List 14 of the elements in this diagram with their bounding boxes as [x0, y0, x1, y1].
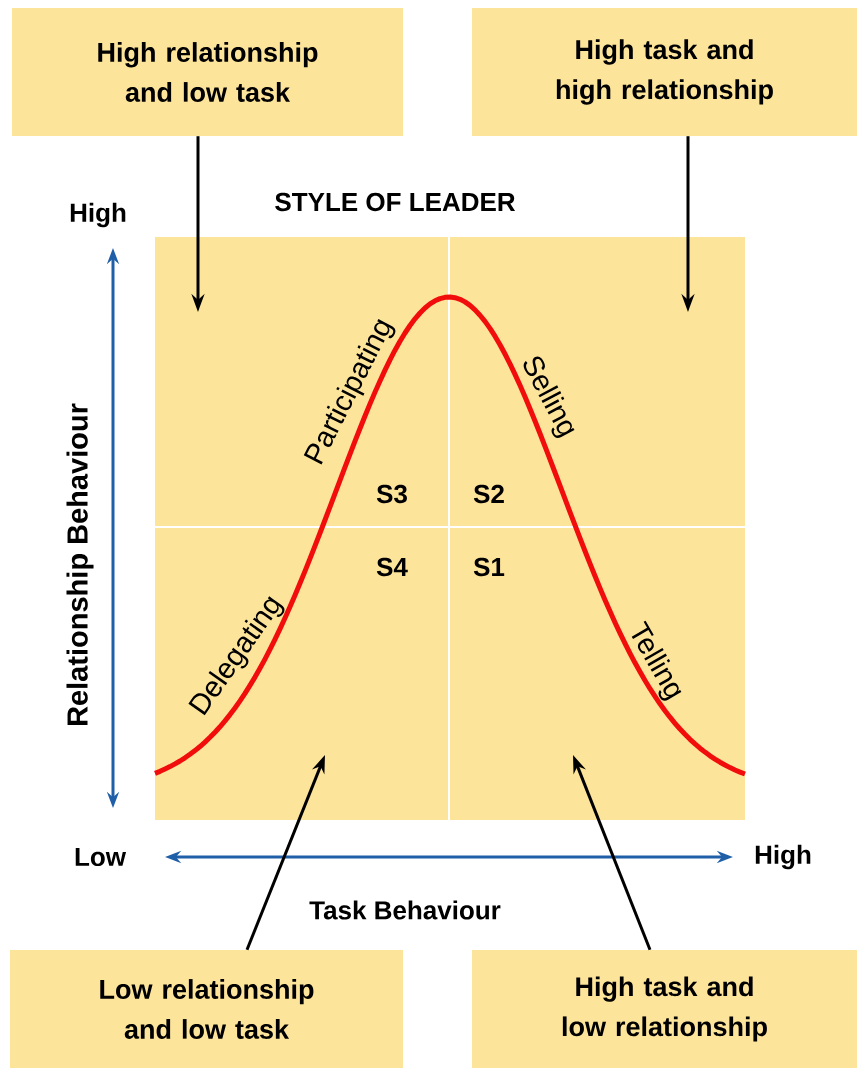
- node-label: S2: [473, 484, 504, 504]
- text-box: High task and high relationship: [472, 8, 857, 136]
- axis-label: Low: [75, 847, 127, 867]
- node-label: S1: [473, 557, 505, 577]
- text-box: High relationship and low task: [12, 8, 403, 136]
- chart-title: STYLE OF LEADER: [275, 192, 516, 212]
- axis-label: High: [755, 844, 811, 870]
- text-box: High task and low relationship: [472, 950, 857, 1068]
- axis-label: Task Behaviour: [309, 900, 501, 920]
- node-label: S3: [376, 484, 407, 504]
- text-box: Low relationship and low task: [10, 950, 403, 1068]
- axis-label: Relationship Behaviour: [66, 403, 94, 725]
- node-label: S4: [376, 557, 408, 577]
- axis-label: High: [70, 202, 126, 228]
